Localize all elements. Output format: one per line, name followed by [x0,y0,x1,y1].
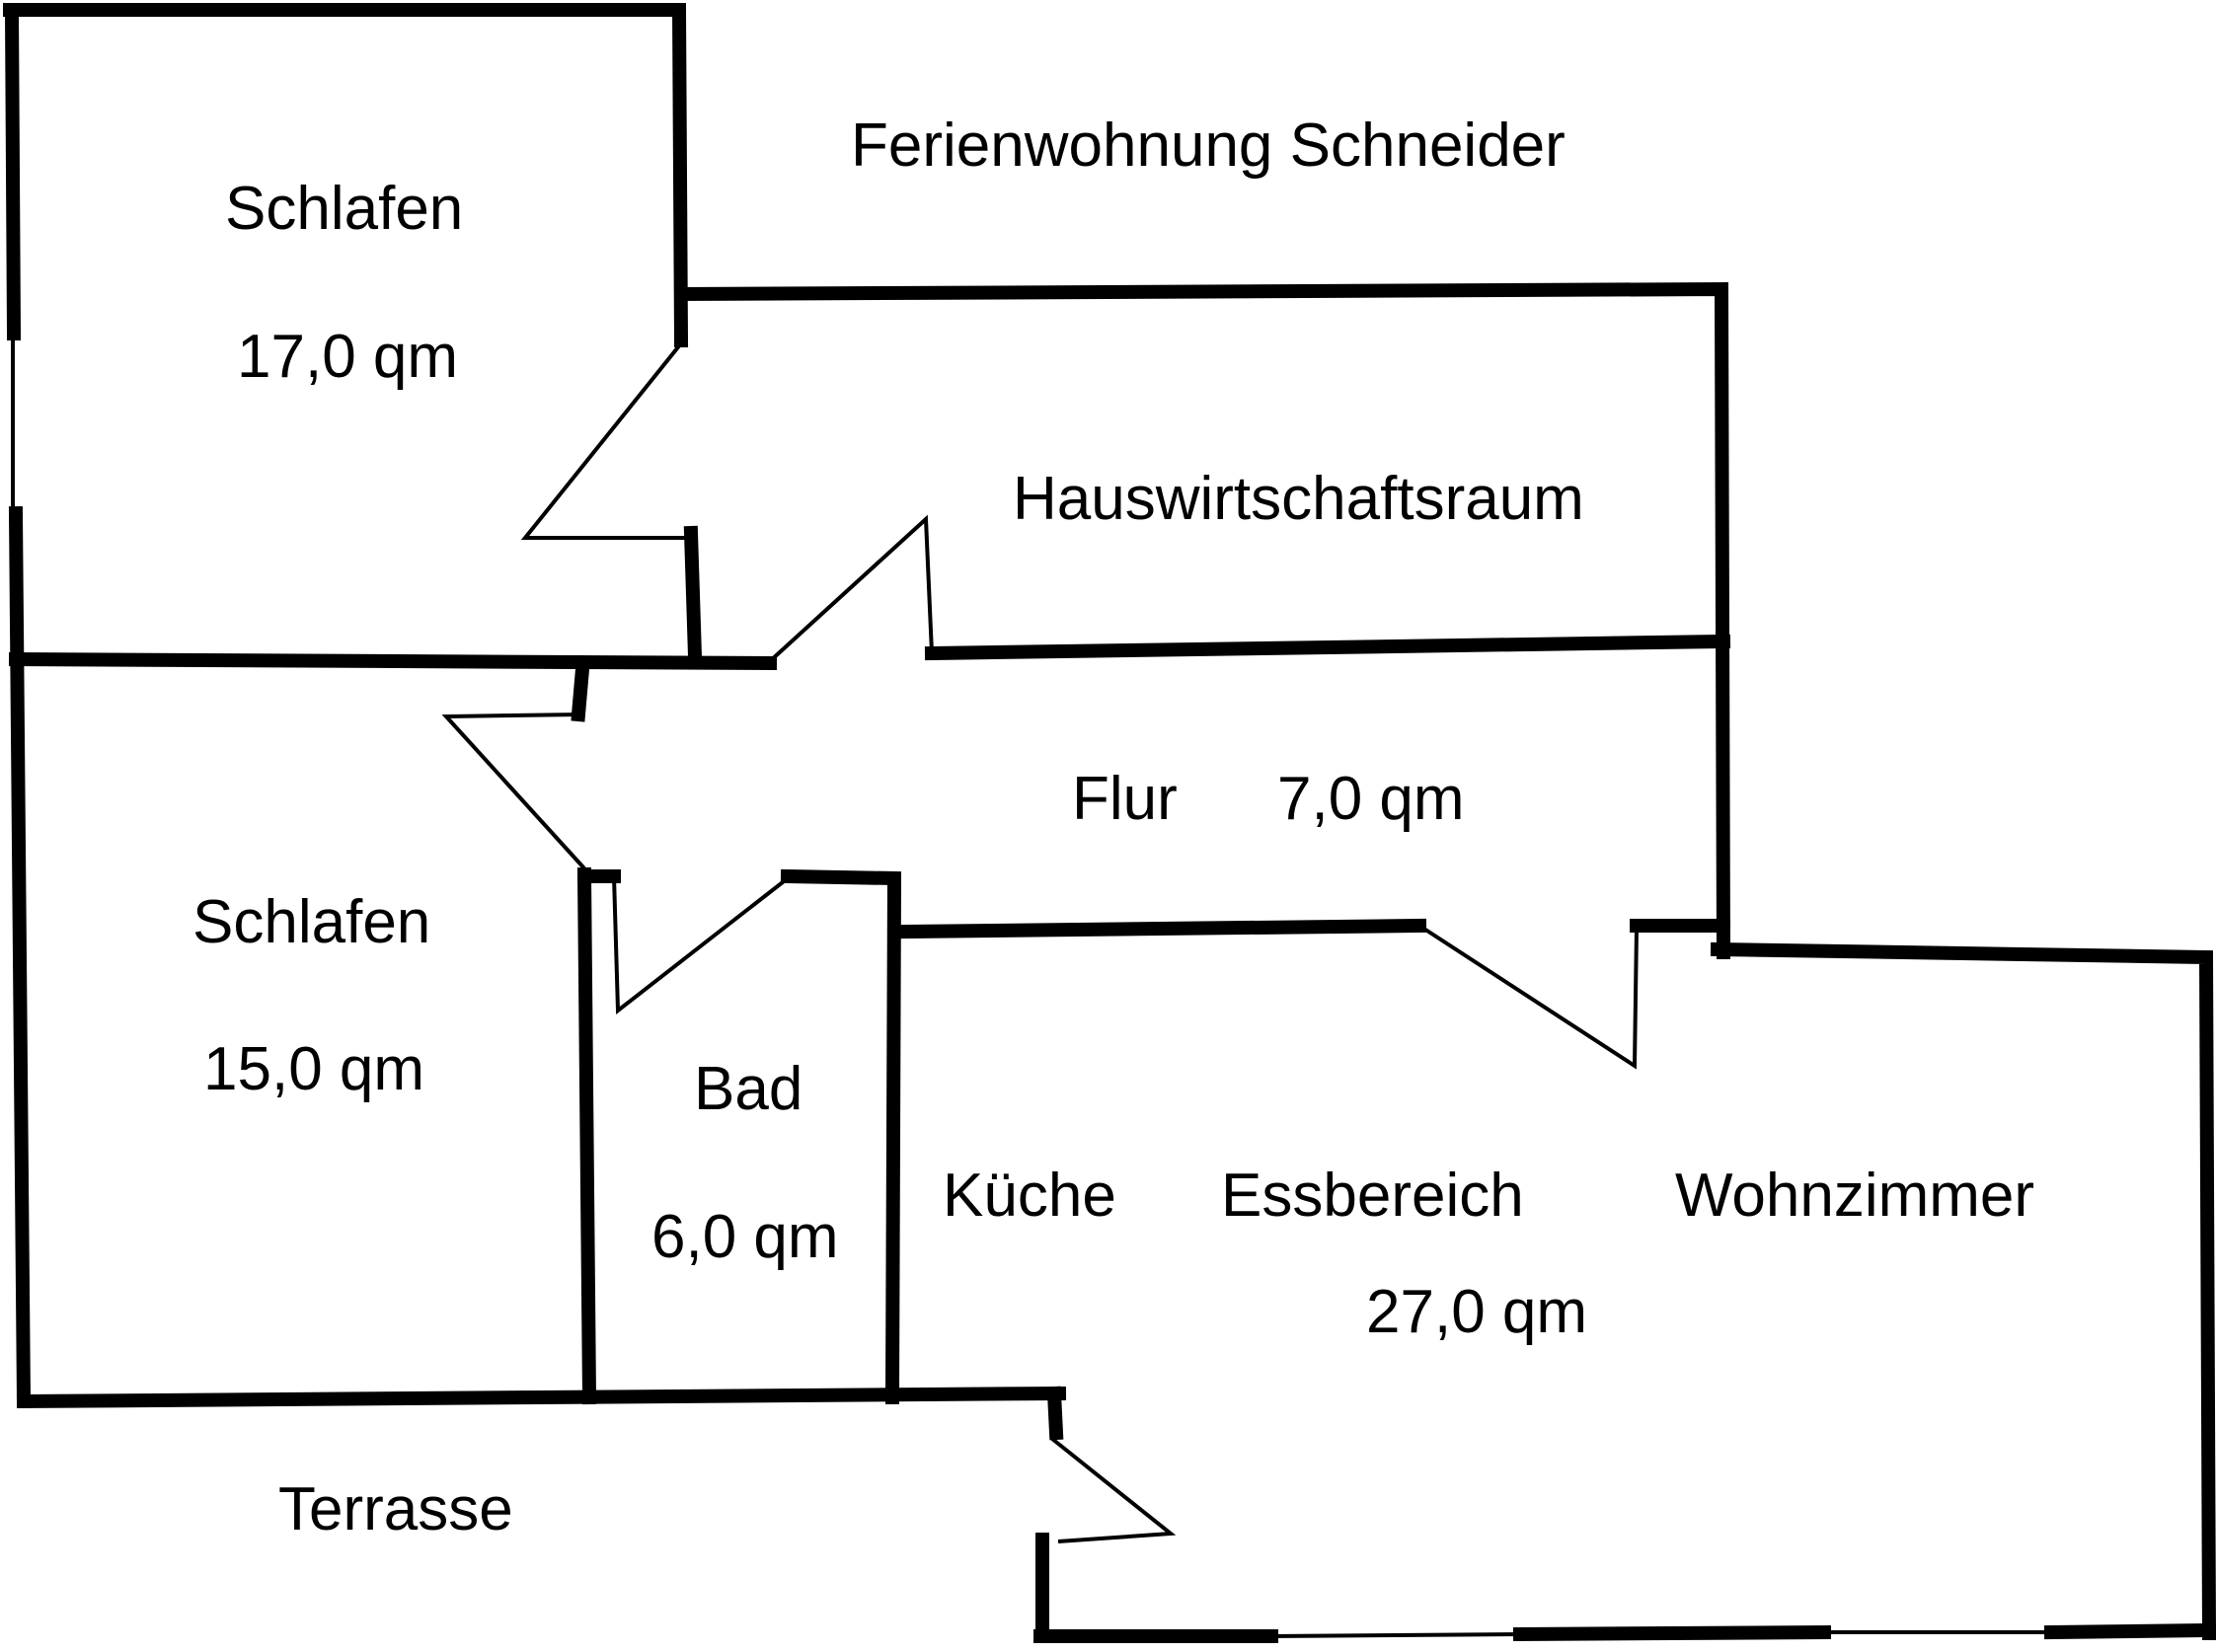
wall-bedroom-top [3,3,689,348]
wall-terrace-notch [1046,1386,1064,1441]
wall-bedroom-divider [8,651,778,671]
wall-flur-kitchen [898,918,1427,939]
room-name-wohnzimmer: Wohnzimmer [1675,1162,2034,1230]
wall-hwr-top-right [673,281,1731,960]
room-name-schlafen-top: Schlafen [225,175,463,243]
plan-title: Ferienwohnung Schneider [851,112,1566,180]
wall-bedroom2-bad [576,866,597,1405]
wall-stub-bedroom-door [683,525,703,664]
wall-bottom-left [16,1386,1067,1409]
doors [441,341,1639,1543]
door-bedroom-bottom [441,713,586,870]
room-name-hauswirtschaftsraum: Hauswirtschaftsraum [1013,465,1584,533]
room-name-essbereich: Essbereich [1221,1162,1524,1230]
wall-living-bottom-3 [2043,1622,2216,1640]
wall-left-upper [4,4,22,341]
room-area-flur: 7,0 qm [1277,765,1465,833]
wall-bad-top-right [780,868,902,1405]
door-bad [612,875,790,1015]
door-terrace [1050,1437,1177,1543]
room-area-schlafen-bottom: 15,0 qm [203,1035,424,1103]
room-area-bad: 6,0 qm [651,1203,839,1271]
labels: Ferienwohnung Schneider Schlafen 17,0 qm… [192,112,2034,1543]
room-name-flur: Flur [1072,765,1178,833]
walls [3,3,2216,1643]
wall-left-lower [8,505,32,1409]
room-name-bad: Bad [694,1055,802,1123]
door-hwr [768,514,934,663]
window-bottom-1 [1268,1631,1523,1639]
room-name-terrasse: Terrasse [278,1475,513,1543]
room-name-kueche: Küche [943,1162,1116,1230]
room-name-schlafen-bottom: Schlafen [192,888,430,956]
wall-living-top-right [1710,941,2216,1641]
door-bedroom-top [520,341,691,540]
door-living [1417,924,1639,1070]
wall-living-bottom-2 [1512,1624,1832,1642]
room-area-schlafen-top: 17,0 qm [237,323,458,391]
room-area-wohnzimmer: 27,0 qm [1366,1278,1587,1346]
wall-hwr-bottom [924,634,1731,661]
wall-stub-bedroom2 [571,661,590,722]
